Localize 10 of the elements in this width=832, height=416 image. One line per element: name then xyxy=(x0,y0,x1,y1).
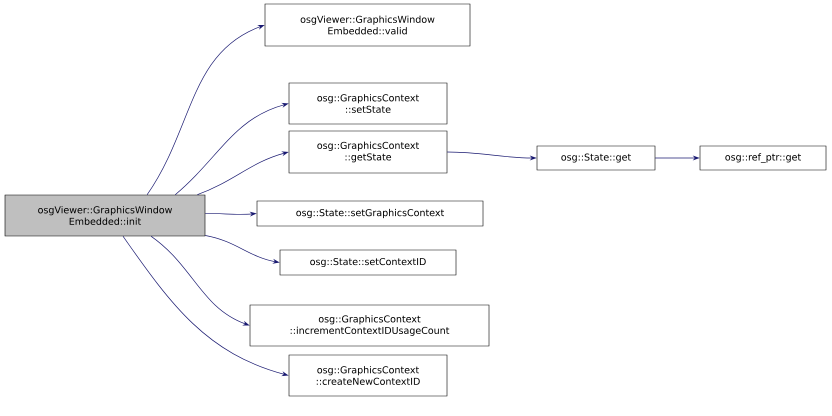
function-box: osg::GraphicsContext ::createNewContextID xyxy=(288,354,448,396)
function-box: osg::State::setContextID xyxy=(280,250,456,276)
function-box: osg::State::setGraphicsContext xyxy=(256,200,484,226)
function-box: osg::ref_ptr::get xyxy=(700,146,826,170)
function-box: osg::State::get xyxy=(536,146,656,170)
function-box: osg::GraphicsContext ::incrementContextIDUsageCount xyxy=(250,304,490,346)
function-box: osg::GraphicsContext ::setState xyxy=(288,82,448,124)
function-box: osgViewer::GraphicsWindow Embedded::init xyxy=(4,194,206,236)
function-box: osgViewer::GraphicsWindow Embedded::valid xyxy=(264,4,470,46)
function-box: osg::GraphicsContext ::getState xyxy=(288,130,448,174)
